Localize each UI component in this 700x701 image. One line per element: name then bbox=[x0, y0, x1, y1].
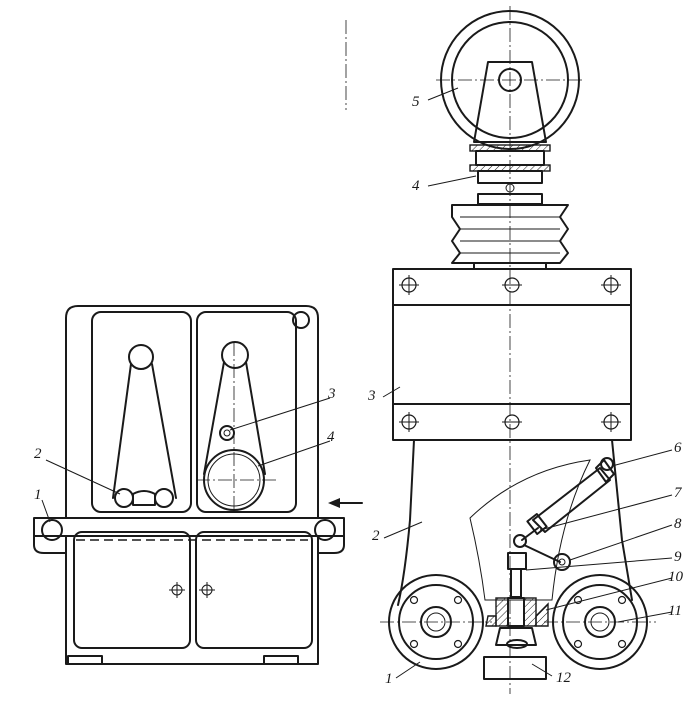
right-view: 5 4 3 2 6 7 8 9 10 11 12 1 bbox=[345, 6, 684, 694]
upper-housing bbox=[65, 305, 319, 519]
upper-pulley-right bbox=[221, 341, 249, 369]
label-10: 10 bbox=[668, 569, 684, 585]
cylinder-6 bbox=[521, 457, 615, 541]
upper-pulley-left bbox=[128, 344, 154, 370]
label-12: 12 bbox=[556, 670, 572, 686]
label-1-left: 1 bbox=[34, 487, 42, 503]
label-4-right: 4 bbox=[412, 178, 420, 194]
label-3-left: 3 bbox=[327, 386, 336, 402]
lower-housing bbox=[65, 535, 319, 665]
arrow-left-icon bbox=[328, 498, 363, 508]
block-3 bbox=[392, 268, 632, 441]
left-compartment bbox=[91, 311, 192, 513]
corner-bolt bbox=[292, 311, 310, 329]
label-2-left: 2 bbox=[34, 446, 42, 462]
clamp bbox=[485, 552, 549, 627]
rollers-2 bbox=[114, 488, 174, 508]
pivot-3 bbox=[219, 425, 235, 441]
right-compartment bbox=[196, 311, 297, 513]
label-2-right: 2 bbox=[372, 528, 380, 544]
carriage-body-2 bbox=[397, 439, 633, 606]
label-7: 7 bbox=[674, 485, 683, 501]
fork bbox=[473, 61, 547, 143]
label-6: 6 bbox=[674, 440, 682, 456]
label-5: 5 bbox=[412, 94, 420, 110]
wheel-right bbox=[544, 574, 656, 670]
wheel-left bbox=[380, 574, 492, 670]
label-4-left: 4 bbox=[327, 429, 335, 445]
carrier-rail bbox=[33, 517, 345, 537]
left-view: 1 2 3 4 bbox=[33, 305, 363, 665]
label-3-right: 3 bbox=[367, 388, 376, 404]
label-11: 11 bbox=[668, 603, 682, 619]
end-wheel-right bbox=[314, 519, 336, 541]
label-8: 8 bbox=[674, 516, 682, 532]
block-bolts bbox=[399, 275, 621, 432]
part-12 bbox=[483, 627, 547, 680]
coupling-4 bbox=[469, 144, 551, 193]
lever bbox=[513, 534, 571, 571]
label-9: 9 bbox=[674, 549, 682, 565]
label-1-right: 1 bbox=[385, 671, 393, 687]
end-wheel-left bbox=[41, 519, 63, 541]
